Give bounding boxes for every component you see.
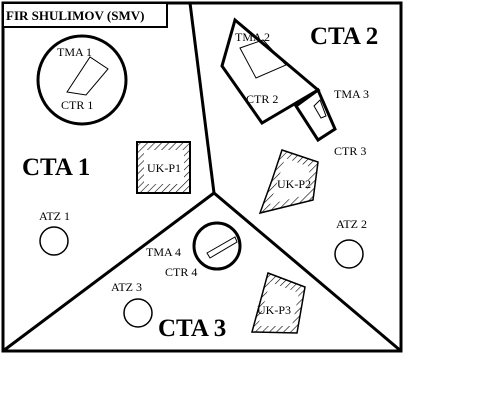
tma4-label: TMA 4	[146, 245, 181, 259]
ctr2-label: CTR 2	[246, 92, 278, 106]
atz1-label: ATZ 1	[39, 209, 70, 223]
sector-boundary-cta1-cta3	[2, 191, 215, 353]
tma3-inner	[313, 99, 327, 119]
atz2-circle	[334, 239, 364, 269]
ctr1-polygon	[66, 56, 109, 96]
atz2-label: ATZ 2	[336, 217, 367, 231]
sector-boundary-cta2-cta3	[213, 191, 402, 353]
title-box	[2, 2, 168, 28]
cta1-label: CTA 1	[22, 154, 90, 181]
uk-p1-inner	[144, 150, 184, 184]
uk-p1-label: UK-P1	[147, 161, 181, 175]
uk-p2-inner	[270, 158, 310, 204]
fir-title: FIR SHULIMOV (SMV)	[6, 8, 144, 23]
ctr1-label: CTR 1	[61, 98, 93, 112]
ctr4-polygon	[206, 236, 238, 259]
atz1-circle	[39, 226, 69, 256]
tma3-label: TMA 3	[334, 87, 369, 101]
ctr4-label: CTR 4	[165, 265, 197, 279]
ctr2-polygon	[239, 39, 287, 79]
tma2-label: TMA 2	[235, 30, 270, 44]
atz3-circle	[123, 298, 153, 328]
tma1-circle	[36, 34, 128, 126]
fir-boundary	[1, 1, 403, 353]
uk-p3-inner	[258, 282, 299, 326]
uk-p3-label: UK-P3	[257, 303, 291, 317]
cta3-label: CTA 3	[158, 315, 226, 342]
tma4-circle	[192, 221, 242, 271]
ctr3-label: CTR 3	[334, 144, 366, 158]
tma3-polygon	[293, 87, 337, 143]
tma1-label: TMA 1	[57, 45, 92, 59]
sector-boundary-cta1-cta2	[188, 2, 216, 194]
uk-p2-label: UK-P2	[277, 177, 311, 191]
tma2-polygon	[220, 17, 321, 125]
atz3-label: ATZ 3	[111, 280, 142, 294]
cta2-label: CTA 2	[310, 23, 378, 50]
